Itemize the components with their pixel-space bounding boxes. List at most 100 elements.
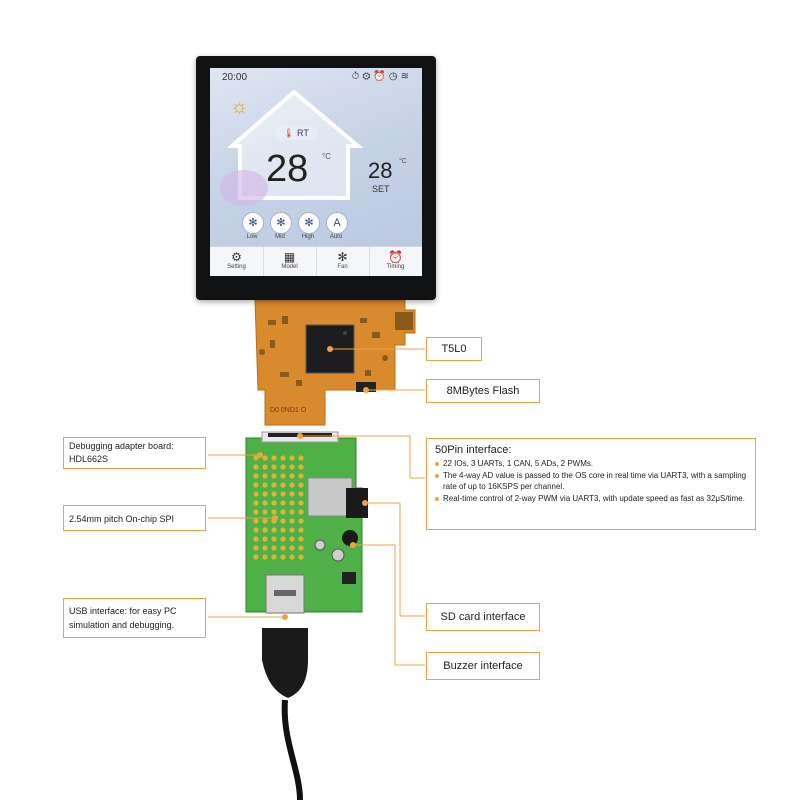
header-pin bbox=[298, 536, 304, 542]
fan-high-button[interactable]: ✻ bbox=[298, 212, 320, 234]
fpc-components bbox=[259, 316, 388, 386]
header-pin bbox=[262, 536, 268, 542]
callout-debug-board-text: Debugging adapter board: HDL662S bbox=[69, 441, 174, 464]
header-pin bbox=[262, 527, 268, 533]
header-pin bbox=[271, 527, 277, 533]
leader-50pin bbox=[300, 435, 425, 479]
set-label: SET bbox=[372, 184, 390, 194]
callout-spi-text: 2.54mm pitch On-chip SPI bbox=[69, 514, 175, 524]
callout-usb: USB interface: for easy PC simulation an… bbox=[63, 598, 206, 638]
fpc-connector-top bbox=[395, 312, 413, 330]
status-icons: ⏱⚙⏰◷≋ bbox=[351, 71, 412, 82]
header-pin bbox=[280, 464, 286, 470]
inductor bbox=[342, 572, 356, 584]
header-pin bbox=[280, 473, 286, 479]
callout-50pin-title: 50Pin interface: bbox=[435, 444, 512, 456]
header-pin bbox=[280, 455, 286, 461]
house-outline bbox=[220, 89, 364, 206]
header-pin bbox=[298, 527, 304, 533]
header-pin bbox=[289, 464, 295, 470]
header-pin bbox=[253, 455, 259, 461]
header-pin bbox=[289, 491, 295, 497]
header-pin bbox=[271, 482, 277, 488]
nav-setting[interactable]: ⚙ Setting bbox=[210, 247, 264, 276]
fan-mid-button[interactable]: ✻ bbox=[270, 212, 292, 234]
header-pin bbox=[298, 482, 304, 488]
header-pin bbox=[298, 473, 304, 479]
grid-icon: ▦ bbox=[283, 250, 296, 264]
header-pin bbox=[289, 545, 295, 551]
header-pin bbox=[298, 500, 304, 506]
header-pin bbox=[253, 518, 259, 524]
header-pin bbox=[271, 464, 277, 470]
header-pin bbox=[298, 545, 304, 551]
header-pin bbox=[298, 518, 304, 524]
leader-dots bbox=[257, 346, 369, 620]
header-pin bbox=[280, 545, 286, 551]
buzzer bbox=[342, 530, 358, 546]
leader-buzzer bbox=[353, 544, 425, 666]
fan-low-label: Low bbox=[246, 234, 258, 240]
set-temperature: 28 bbox=[368, 158, 393, 183]
header-pin bbox=[262, 554, 268, 560]
callout-flash-text: 8MBytes Flash bbox=[446, 385, 520, 397]
header-pin bbox=[298, 455, 304, 461]
header-pin bbox=[262, 518, 268, 524]
fan-auto-label: Auto bbox=[329, 234, 343, 240]
header-pin bbox=[271, 554, 277, 560]
header-pin bbox=[253, 554, 259, 560]
gear-icon: ⚙ bbox=[231, 250, 242, 264]
header-pin bbox=[289, 536, 295, 542]
header-pin bbox=[289, 509, 295, 515]
fan-high-icon: ✻ bbox=[304, 217, 314, 229]
sd-card bbox=[346, 488, 368, 518]
header-pin bbox=[271, 455, 277, 461]
sun-icon: ☼ bbox=[230, 96, 249, 118]
header-pin bbox=[271, 491, 277, 497]
header-pin bbox=[253, 536, 259, 542]
usb-port-tongue bbox=[274, 590, 296, 596]
fan-low-icon: ✻ bbox=[248, 217, 258, 229]
t5l0-chip-marker bbox=[343, 331, 347, 335]
callout-chip: T5L0 bbox=[426, 337, 482, 361]
nav-timing[interactable]: ⏰ Timing bbox=[369, 247, 422, 276]
rt-label: RT bbox=[297, 128, 309, 138]
status-bar: 20:00 ⏱⚙⏰◷≋ bbox=[210, 68, 422, 86]
header-pin bbox=[280, 491, 286, 497]
fpc-silkscreen: D0 0ND1 O bbox=[270, 407, 307, 414]
callout-buzzer-text: Buzzer interface bbox=[443, 660, 523, 672]
fan-icon: ✻ bbox=[337, 250, 348, 264]
header-pin bbox=[262, 482, 268, 488]
alarm-clock-icon: ⏰ bbox=[388, 250, 403, 264]
nav-fan[interactable]: ✻ Fan bbox=[316, 247, 370, 276]
fan-mid-icon: ✻ bbox=[276, 217, 286, 229]
thermometer-icon: 🌡 bbox=[283, 128, 295, 138]
room-temperature-unit: °C bbox=[322, 152, 331, 161]
nav-timing-label: Timing bbox=[386, 264, 405, 270]
callout-chip-text: T5L0 bbox=[441, 343, 467, 355]
sd-card-slot bbox=[307, 477, 353, 517]
bottom-nav: ⚙ Setting ▦ Model ✻ Fan ⏰ Timing bbox=[210, 246, 422, 276]
header-pin bbox=[298, 464, 304, 470]
fan-auto-button[interactable]: A bbox=[326, 212, 348, 234]
callout-50pin-list: 22 IOs, 3 UARTs, 1 CAN, 5 ADs, 2 PWMs. T… bbox=[435, 458, 747, 504]
callout-50pin: 50Pin interface: 22 IOs, 3 UARTs, 1 CAN,… bbox=[426, 438, 756, 530]
header-pin bbox=[280, 518, 286, 524]
header-pin bbox=[280, 500, 286, 506]
header-pin bbox=[289, 527, 295, 533]
header-pin bbox=[253, 473, 259, 479]
header-pin bbox=[253, 464, 259, 470]
nav-model-label: Model bbox=[281, 264, 298, 270]
set-temperature-unit: °C bbox=[399, 158, 407, 165]
header-pin bbox=[289, 500, 295, 506]
fan-low-button[interactable]: ✻ bbox=[242, 212, 264, 234]
capacitor-2 bbox=[314, 539, 326, 551]
callout-50pin-item: 22 IOs, 3 UARTs, 1 CAN, 5 ADs, 2 PWMs. bbox=[435, 458, 747, 469]
rt-badge: 🌡 RT bbox=[275, 126, 317, 140]
header-pin bbox=[253, 500, 259, 506]
nav-model[interactable]: ▦ Model bbox=[263, 247, 317, 276]
leader-sd bbox=[365, 502, 425, 617]
header-pin bbox=[298, 491, 304, 497]
header-pin bbox=[262, 545, 268, 551]
